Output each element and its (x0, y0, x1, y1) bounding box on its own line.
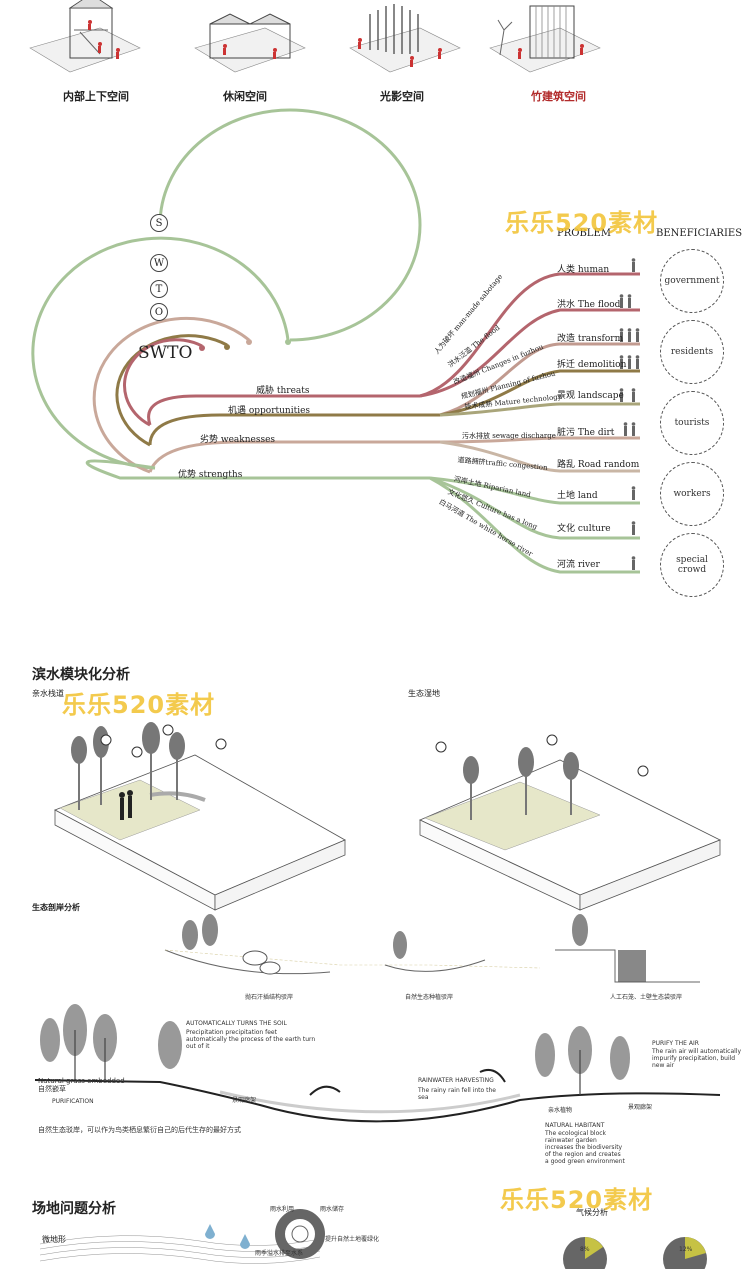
bank-section-2 (384, 959, 486, 972)
beneficiary-government: government (660, 249, 724, 313)
label-boardwalk: 亲水栈道 (32, 689, 64, 698)
sketch-bamboo-space (489, 5, 601, 73)
arc-strengths (158, 108, 422, 342)
sketch-light-shadow-space (349, 4, 461, 73)
problem-transform: 改造 transform (557, 334, 624, 344)
beneficiary-residents: residents (660, 320, 724, 384)
node-o: O (150, 303, 168, 321)
arm-opportunities (148, 413, 440, 446)
problem-landscape: 景观 landscape (557, 391, 624, 401)
arc-w (92, 316, 250, 474)
pie-b-label: 12% (679, 1246, 693, 1253)
water-plant-label: 亲水植物 (548, 1107, 573, 1114)
waterfront-title: 滨水模块化分析 (32, 667, 130, 683)
arc-o (123, 338, 203, 427)
problem-header: PROBLEM (557, 228, 611, 239)
rainwater-label: RAINWATER HARVESTING (418, 1077, 494, 1084)
problem-land: 土地 land (557, 491, 598, 501)
factor-5: 污水排放 sewage discharge (462, 432, 556, 440)
arc-t (115, 334, 228, 447)
site-title: 场地问题分析 (32, 1201, 116, 1217)
sketch-vertical-space (29, 0, 141, 73)
arm-weaknesses (148, 440, 440, 473)
problem-flood: 洪水 The flood (557, 300, 621, 310)
beneficiary-special-crowd: special crowd (660, 533, 724, 597)
bank-section-3 (555, 949, 700, 983)
arm-label-weaknesses: 劣势 weaknesses (200, 435, 276, 445)
waterfront-blocks (54, 722, 721, 911)
arm-label-strengths: 优势 strengths (178, 470, 243, 480)
bank-type-3: 人工石笼、土壁生态袋驳岸 (610, 994, 683, 1001)
label-wetland: 生态湿地 (408, 689, 440, 698)
beneficiary-tourists: tourists (660, 391, 724, 455)
problem-demolition: 拆迁 demolition (557, 360, 627, 370)
purify-desc: The rain air will automatically impurify… (652, 1048, 742, 1069)
problem-road: 路乱 Road random (557, 460, 640, 470)
swot-arcs (31, 108, 640, 574)
bottom-note: 自然生态驳岸，可以作为鸟类栖息繁衍自己的后代生存的最好方式 (38, 1126, 241, 1134)
caption-vertical-space: 内部上下空间 (63, 90, 129, 103)
ring-label-2: 雨季溢水排至水系 (255, 1250, 304, 1257)
swot-center-label: SWTO (138, 343, 193, 363)
habitat-label: NATURAL HABITANT (545, 1122, 605, 1129)
bank-title: 生态剖岸分析 (32, 903, 80, 912)
pie-b (663, 1237, 707, 1269)
problem-river: 河流 river (557, 560, 600, 570)
node-w: W (150, 254, 168, 272)
ring-label-1: 雨水储存 (320, 1206, 345, 1213)
node-s: S (150, 214, 168, 232)
site-graphics (39, 1209, 707, 1269)
sketch-leisure-space (194, 13, 306, 73)
natural-grass-cn: 自然嵌草 (38, 1085, 66, 1093)
problem-human: 人类 human (557, 265, 610, 275)
bank-section-1 (164, 949, 331, 975)
arm-strengths (85, 459, 430, 480)
big-section (34, 1004, 721, 1123)
ring-diagram (275, 1209, 325, 1259)
ring-label-0: 雨水利用 (270, 1206, 295, 1213)
arc-s-outer (31, 236, 290, 470)
watermark-3: 乐乐520素材 (500, 1186, 654, 1214)
beneficiaries-header: BENEFICIARIES (656, 228, 743, 239)
landscape-frame-label: 景观廊架 (232, 1097, 257, 1104)
space-sketches (29, 0, 601, 73)
caption-light-shadow-space: 光影空间 (380, 90, 424, 103)
climate-label: 气候分析 (576, 1208, 608, 1217)
ring-label-3: 提升自然土地覆绿化 (325, 1236, 380, 1243)
landscape-frame-label-2: 景观廊架 (628, 1104, 653, 1111)
watermark-2: 乐乐520素材 (62, 691, 216, 719)
natural-grass-en: Natural grass embedded (38, 1077, 125, 1085)
arm-label-threats: 威胁 threats (256, 386, 310, 396)
node-t: T (150, 280, 168, 298)
beneficiary-workers: workers (660, 462, 724, 526)
pie-a-label: 8% (580, 1246, 590, 1253)
purify-label: PURIFY THE AIR (652, 1040, 699, 1047)
arm-label-opportunities: 机遇 opportunities (228, 406, 311, 416)
caption-leisure-space: 休闲空间 (223, 90, 267, 103)
bank-sections (164, 914, 700, 983)
habitat-desc: The ecological block rainwater garden in… (545, 1130, 625, 1165)
block-wetland (419, 734, 721, 911)
rainwater-desc: The rainy rain fell into the sea (418, 1087, 496, 1101)
problem-dirt: 脏污 The dirt (557, 428, 615, 438)
problem-culture: 文化 culture (557, 524, 611, 534)
watermark-1: 乐乐520素材 (505, 209, 659, 237)
bank-type-1: 抛石汗插结构驳岸 (245, 994, 294, 1001)
bank-type-2: 自然生态种植驳岸 (405, 994, 454, 1001)
caption-bamboo-space: 竹建筑空间 (531, 90, 586, 103)
purification-label: PURIFICATION (52, 1098, 94, 1105)
arm-threats (147, 394, 420, 426)
water-drop-icon (205, 1224, 215, 1239)
auto-turns-desc: Precipitation precipitation feet automat… (186, 1029, 316, 1050)
auto-turns-label: AUTOMATICALLY TURNS THE SOIL (186, 1020, 287, 1027)
pie-a (563, 1237, 607, 1269)
terrain-label: 微地形 (42, 1235, 66, 1244)
block-boardwalk (54, 722, 346, 911)
